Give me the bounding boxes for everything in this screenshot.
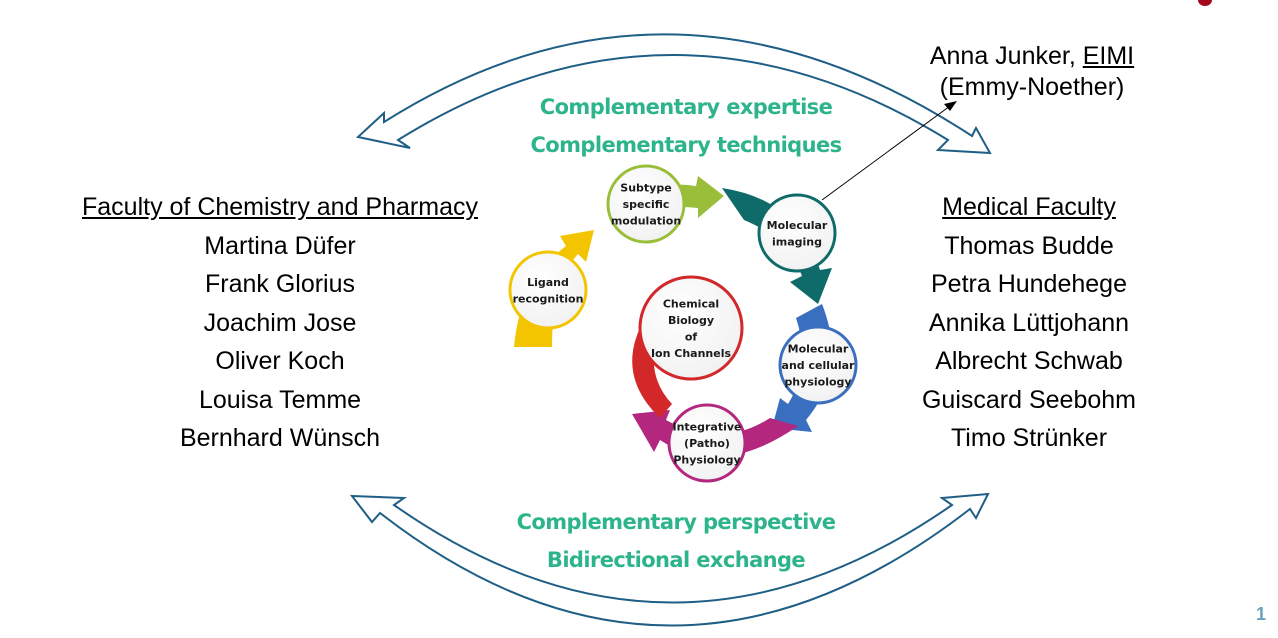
annotation-anna-junker: Anna Junker, EIMI (Emmy-Noether) <box>900 41 1164 103</box>
member-name: Oliver Koch <box>215 347 345 375</box>
label-complementary-techniques: Complementary techniques <box>530 133 843 157</box>
member-name: Thomas Budde <box>944 231 1114 260</box>
circle-ligand-recognition: Ligand recognition <box>508 250 588 330</box>
circle-shape <box>508 250 588 330</box>
circle-label-line: Ion Channels <box>651 347 732 360</box>
circle-label-line: Molecular <box>767 219 828 232</box>
circle-label-line: specific <box>623 198 670 211</box>
circle-molecular-cellular-physiology: Molecular and cellular physiology <box>778 325 858 405</box>
circle-label-line: imaging <box>772 235 822 248</box>
circle-label-line: Chemical <box>663 297 719 310</box>
annotation-name: Anna Junker, <box>929 42 1083 70</box>
member-name: Timo Strünker <box>950 424 1108 452</box>
circle-integrative-patho-physiology: Integrative (Patho) Physiology <box>667 403 747 483</box>
label-complementary-expertise: Complementary expertise <box>539 95 833 119</box>
circle-label-line: physiology <box>784 376 851 389</box>
label-complementary-perspective: Complementary perspective <box>516 510 836 534</box>
circle-label-line: recognition <box>513 292 584 305</box>
member-name: Guiscard Seebohm <box>921 385 1136 414</box>
member-name: Frank Glorius <box>204 270 356 298</box>
faculty-heading: Medical Faculty <box>942 193 1116 221</box>
annotation-program: (Emmy-Noether) <box>939 73 1125 101</box>
annotation-pointer-arrowhead <box>944 101 957 111</box>
page-number: 1 <box>1256 604 1267 624</box>
circle-label-line: Subtype <box>620 182 671 195</box>
circle-subtype-specific-modulation: Subtype specific modulation <box>606 164 686 244</box>
member-name: Martina Düfer <box>204 231 356 260</box>
medical-faculty: Medical Faculty Thomas Budde Petra Hunde… <box>898 188 1160 458</box>
circle-shape <box>667 403 747 483</box>
circle-shape <box>778 325 858 405</box>
circle-shape <box>757 193 837 273</box>
member-name: Albrecht Schwab <box>935 347 1123 375</box>
arrow-teal <box>722 188 832 304</box>
circle-shape <box>638 275 744 381</box>
faculty-chemistry-pharmacy: Faculty of Chemistry and Pharmacy Martin… <box>60 188 500 458</box>
circle-label-line: Molecular <box>788 343 849 356</box>
circle-label-line: Integrative <box>672 421 741 434</box>
top-double-arrow <box>355 33 992 155</box>
circle-label-line: Biology <box>668 314 714 327</box>
bottom-double-arrow <box>349 492 990 627</box>
member-name: Petra Hundehege <box>931 270 1127 298</box>
member-name: Bernhard Wünsch <box>179 424 381 452</box>
annotation-institute: EIMI <box>1082 42 1135 70</box>
circle-label-line: Physiology <box>673 454 740 467</box>
circle-label-line: (Patho) <box>684 437 730 450</box>
bottom-collaboration-labels: Complementary perspective Bidirectional … <box>470 503 882 579</box>
faculty-heading: Faculty of Chemistry and Pharmacy <box>82 193 478 221</box>
logo-mark <box>1198 0 1212 6</box>
member-name: Louisa Temme <box>198 385 362 414</box>
circle-shape <box>606 164 686 244</box>
circle-label-line: of <box>685 330 698 343</box>
annotation-pointer-line <box>821 105 951 201</box>
circle-label-line: and cellular <box>782 359 856 372</box>
circle-label-line: modulation <box>611 215 681 228</box>
circle-molecular-imaging: Molecular imaging <box>757 193 837 273</box>
circle-label-line: Ligand <box>527 276 569 289</box>
member-name: Annika Lüttjohann <box>928 308 1130 337</box>
top-collaboration-labels: Complementary expertise Complementary te… <box>480 88 892 164</box>
label-bidirectional-exchange: Bidirectional exchange <box>546 548 806 572</box>
member-name: Joachim Jose <box>203 308 357 337</box>
